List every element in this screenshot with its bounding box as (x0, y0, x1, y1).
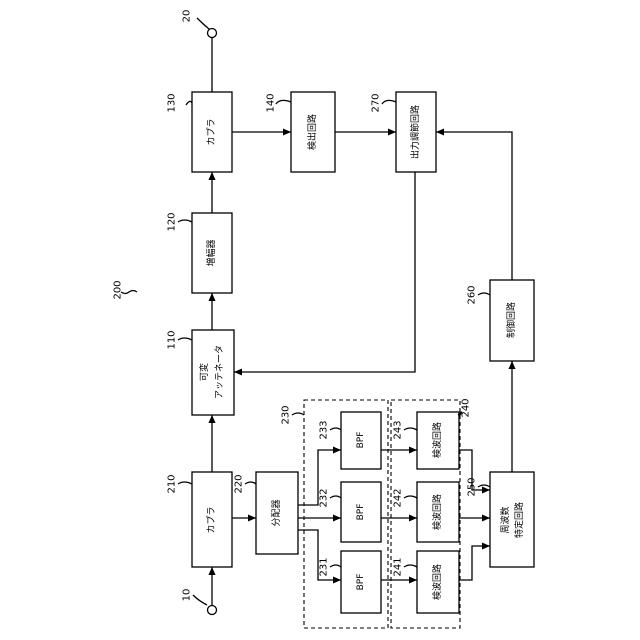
det-242-block: 検波回路 (417, 482, 459, 542)
wire-control-to-output-adjust (436, 132, 512, 280)
ref-260: 260 (467, 285, 478, 304)
leader-270 (382, 100, 396, 104)
leader-210 (178, 482, 192, 484)
amp-120-block: 増幅器 (192, 213, 232, 293)
det-243-block: 検波回路 (417, 412, 459, 469)
bpf-231-block: BPF (341, 551, 381, 613)
det-242-label: 検波回路 (431, 494, 443, 530)
leader-140 (276, 100, 291, 104)
leader-241 (404, 565, 417, 567)
detector-140-block: 検出回路 (291, 92, 335, 172)
ref-241: 241 (393, 557, 404, 576)
splitter-220-block: 分配器 (256, 472, 298, 554)
leader-230 (292, 413, 304, 415)
atten-110-label-line2: アッテネータ (214, 345, 225, 399)
control-260-label: 制御回路 (505, 302, 517, 338)
detector-140-label: 検出回路 (306, 114, 318, 150)
det-243-label: 検波回路 (431, 422, 443, 458)
ref-232: 232 (319, 488, 330, 507)
bpf-231-label: BPF (356, 574, 366, 591)
leader-250 (478, 485, 490, 487)
leader-242 (404, 496, 417, 498)
freq-250-label-line1: 周波数 (499, 506, 511, 533)
coupler-210-block: カプラ (192, 472, 232, 567)
ref-110: 110 (167, 330, 178, 349)
wire-output-adjust-to-attenuator (234, 172, 415, 372)
input-terminal (208, 606, 217, 615)
leader-260 (478, 293, 490, 295)
leader-10 (193, 595, 207, 605)
ref-200: 200 (113, 280, 124, 299)
leader-130 (186, 101, 192, 105)
ref-140: 140 (266, 93, 277, 112)
atten-110-label-line1: 可変 (198, 363, 210, 381)
ref-120: 120 (167, 212, 178, 231)
det-241-label: 検波回路 (431, 564, 443, 600)
control-260-block: 制御回路 (490, 280, 534, 361)
bpf-232-block: BPF (341, 482, 381, 542)
ref-242: 242 (393, 488, 404, 507)
out-adj-270-block: 出力調節回路 (396, 92, 436, 172)
leader-232 (330, 496, 341, 498)
leader-220 (245, 482, 256, 484)
ref-240: 240 (461, 398, 472, 417)
out-adj-270-label: 出力調節回路 (409, 105, 421, 159)
leader-20 (197, 18, 209, 29)
bpf-233-block: BPF (341, 412, 381, 469)
amp-120-label: 増幅器 (205, 239, 217, 266)
ref-270: 270 (371, 93, 382, 112)
coupler-130-label: カプラ (206, 118, 217, 145)
leader-243 (404, 428, 417, 430)
ref-220: 220 (234, 474, 245, 493)
ref-250: 250 (467, 477, 478, 496)
freq-250-label-line2: 特定回路 (513, 502, 525, 538)
ref-10: 10 (182, 589, 193, 602)
atten-110-block: 可変 アッテネータ (192, 330, 234, 415)
splitter-220-label: 分配器 (271, 499, 282, 526)
freq-250-block: 周波数 特定回路 (490, 472, 534, 567)
ref-233: 233 (319, 420, 330, 439)
leader-110 (178, 338, 192, 340)
leader-120 (178, 220, 192, 222)
ref-230: 230 (281, 405, 292, 424)
leader-233 (330, 428, 341, 430)
ref-243: 243 (393, 420, 404, 439)
coupler-130-block: カプラ (192, 92, 232, 172)
bpf-233-label: BPF (356, 432, 366, 449)
coupler-210-label: カプラ (206, 506, 217, 533)
output-terminal (208, 29, 217, 38)
leader-231 (330, 565, 341, 567)
ref-231: 231 (319, 557, 330, 576)
ref-20: 20 (182, 10, 193, 23)
wire-det1-to-freq (459, 546, 490, 580)
det-241-block: 検波回路 (417, 551, 459, 613)
bpf-232-label: BPF (356, 504, 366, 521)
ref-130: 130 (167, 93, 178, 112)
ref-210: 210 (167, 474, 178, 493)
